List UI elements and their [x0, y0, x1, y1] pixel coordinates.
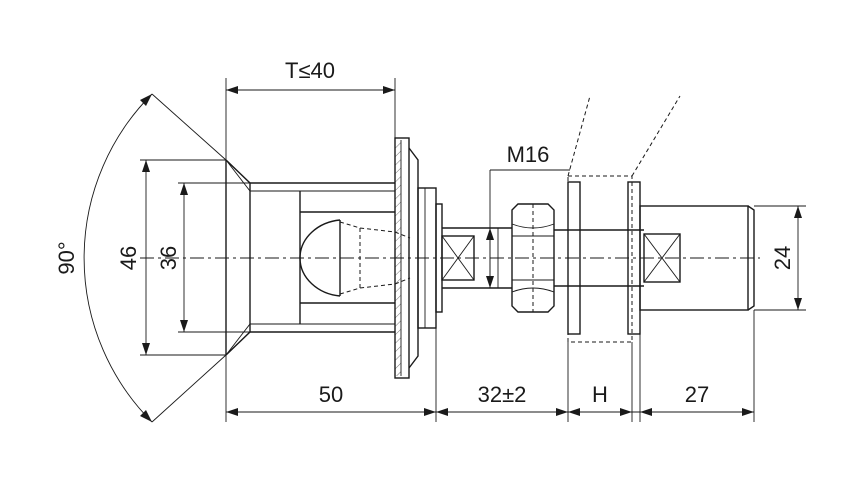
glass-panel — [567, 95, 681, 343]
dim-bottom-chain — [225, 310, 755, 422]
label-length-h: H — [592, 382, 608, 407]
dim-angle — [83, 93, 227, 423]
label-shaft-dia: 24 — [770, 246, 795, 270]
sleeve-body — [225, 159, 396, 356]
dim-shaft-dia — [754, 205, 806, 311]
dim-thickness — [225, 78, 396, 160]
label-outer-dia: 46 — [116, 246, 141, 270]
end-fitting — [639, 205, 755, 311]
label-thread: M16 — [507, 142, 550, 167]
label-length-b: 32±2 — [478, 382, 527, 407]
label-angle: 90° — [54, 241, 79, 274]
label-thickness: T≤40 — [285, 58, 335, 83]
dim-thread — [486, 169, 570, 288]
label-inner-dia: 36 — [156, 246, 181, 270]
dome-insert — [299, 219, 411, 297]
dim-inner-dia — [178, 182, 250, 333]
label-length-c: 27 — [685, 382, 709, 407]
dim-outer-dia — [140, 159, 226, 356]
hex-nut — [511, 203, 555, 313]
label-length-a: 50 — [319, 382, 343, 407]
